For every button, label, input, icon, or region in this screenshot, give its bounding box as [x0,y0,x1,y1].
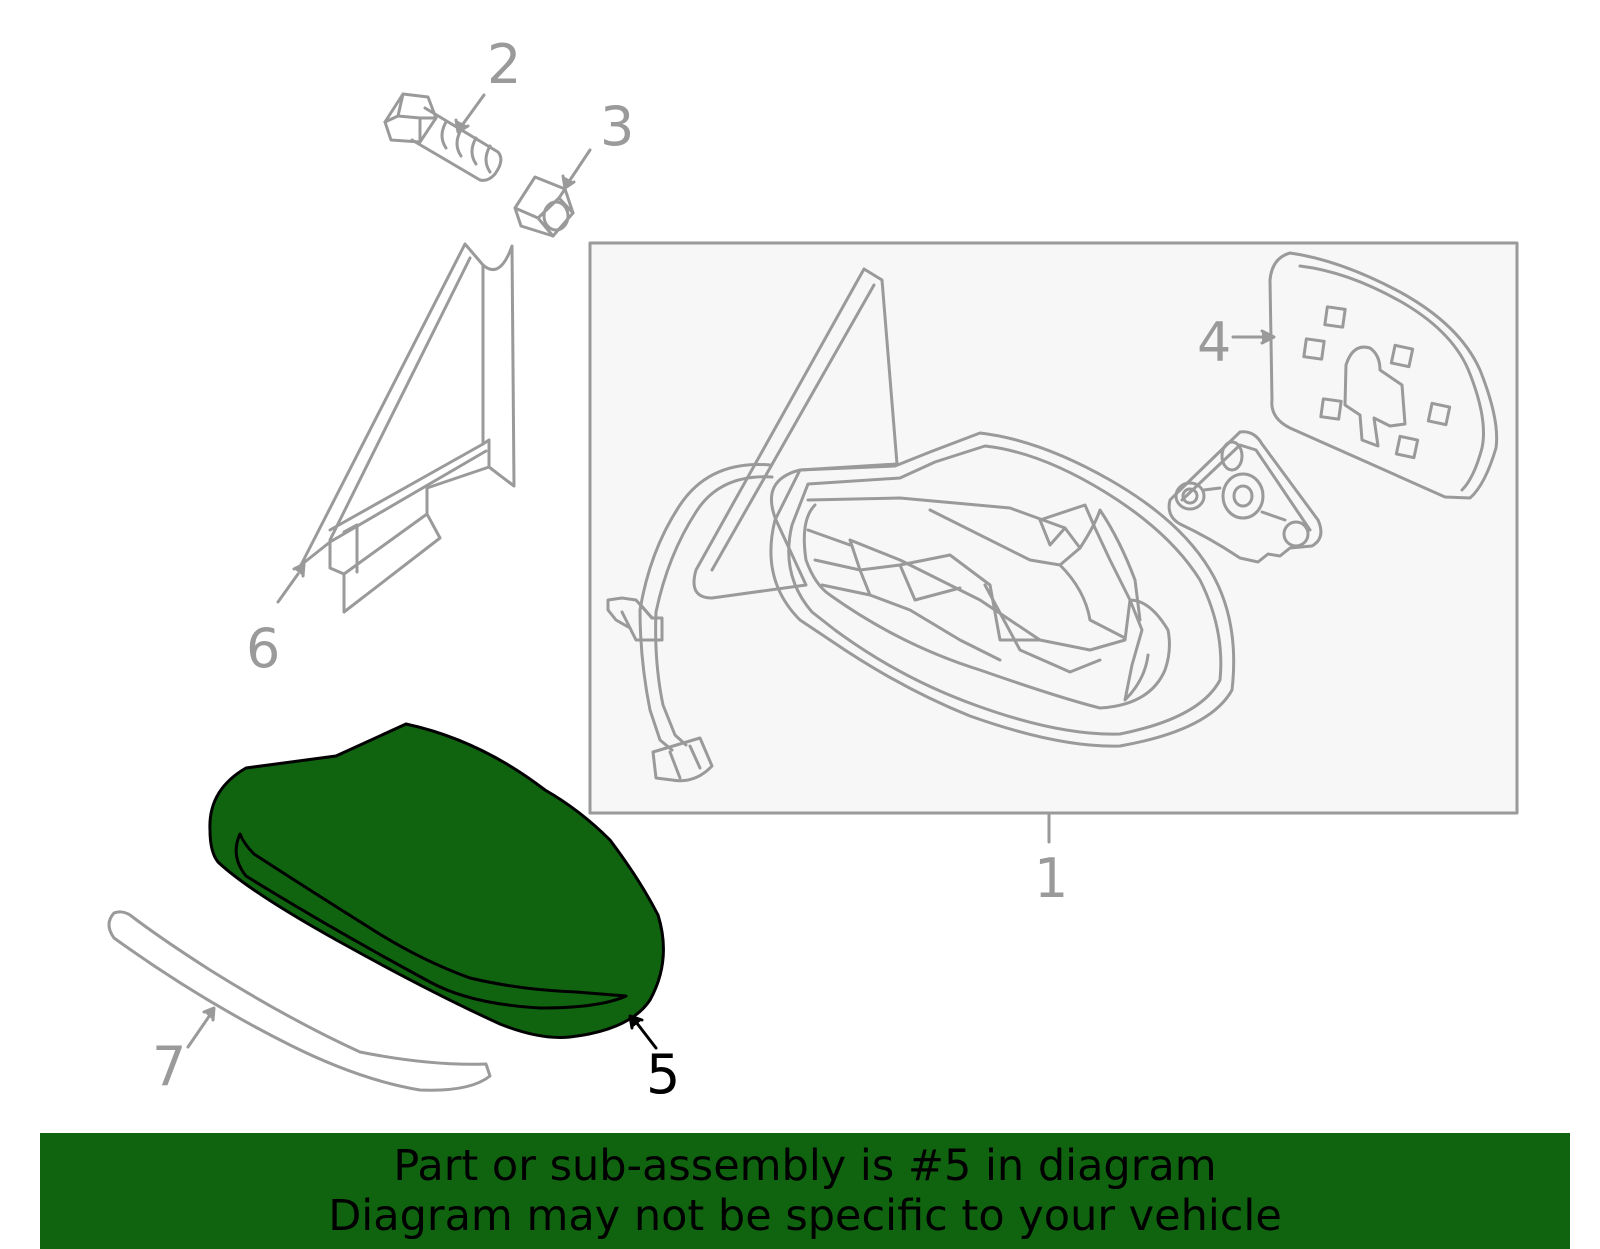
callout-5[interactable]: 5 [646,1043,681,1106]
banner-line-2: Diagram may not be specific to your vehi… [328,1191,1282,1241]
arrow-2 [454,118,470,134]
leader-6 [276,572,300,604]
arrow-3 [561,174,576,190]
callout-6[interactable]: 6 [246,617,281,680]
leader-2 [461,93,486,126]
arrow-5 [628,1014,644,1030]
leader-7 [186,1013,212,1049]
assembly-box [588,241,1519,815]
arrow-6 [292,562,306,578]
mirror-motor[interactable] [1167,430,1323,564]
banner-line-1: Part or sub-assembly is #5 in diagram [393,1141,1217,1191]
bracket-part-6[interactable] [299,242,516,614]
callout-1[interactable]: 1 [1034,847,1069,910]
mirror-assembly-part-1[interactable] [606,267,1236,783]
callout-3[interactable]: 3 [600,95,635,158]
callout-4[interactable]: 4 [1197,311,1232,374]
leader-5 [634,1020,658,1050]
leader-3 [568,148,592,182]
arrow-4 [1260,329,1276,345]
arrow-7 [202,1006,216,1022]
nut-part-3[interactable] [513,175,575,238]
callout-2[interactable]: 2 [487,33,522,96]
mirror-cover-part-5[interactable] [208,722,665,1039]
bolt-part-2[interactable] [383,92,503,182]
callout-7[interactable]: 7 [152,1035,187,1098]
trim-strip-part-7[interactable] [107,910,492,1092]
info-banner: Part or sub-assembly is #5 in diagram Di… [40,1133,1570,1249]
mirror-glass-part-4[interactable] [1268,251,1499,500]
